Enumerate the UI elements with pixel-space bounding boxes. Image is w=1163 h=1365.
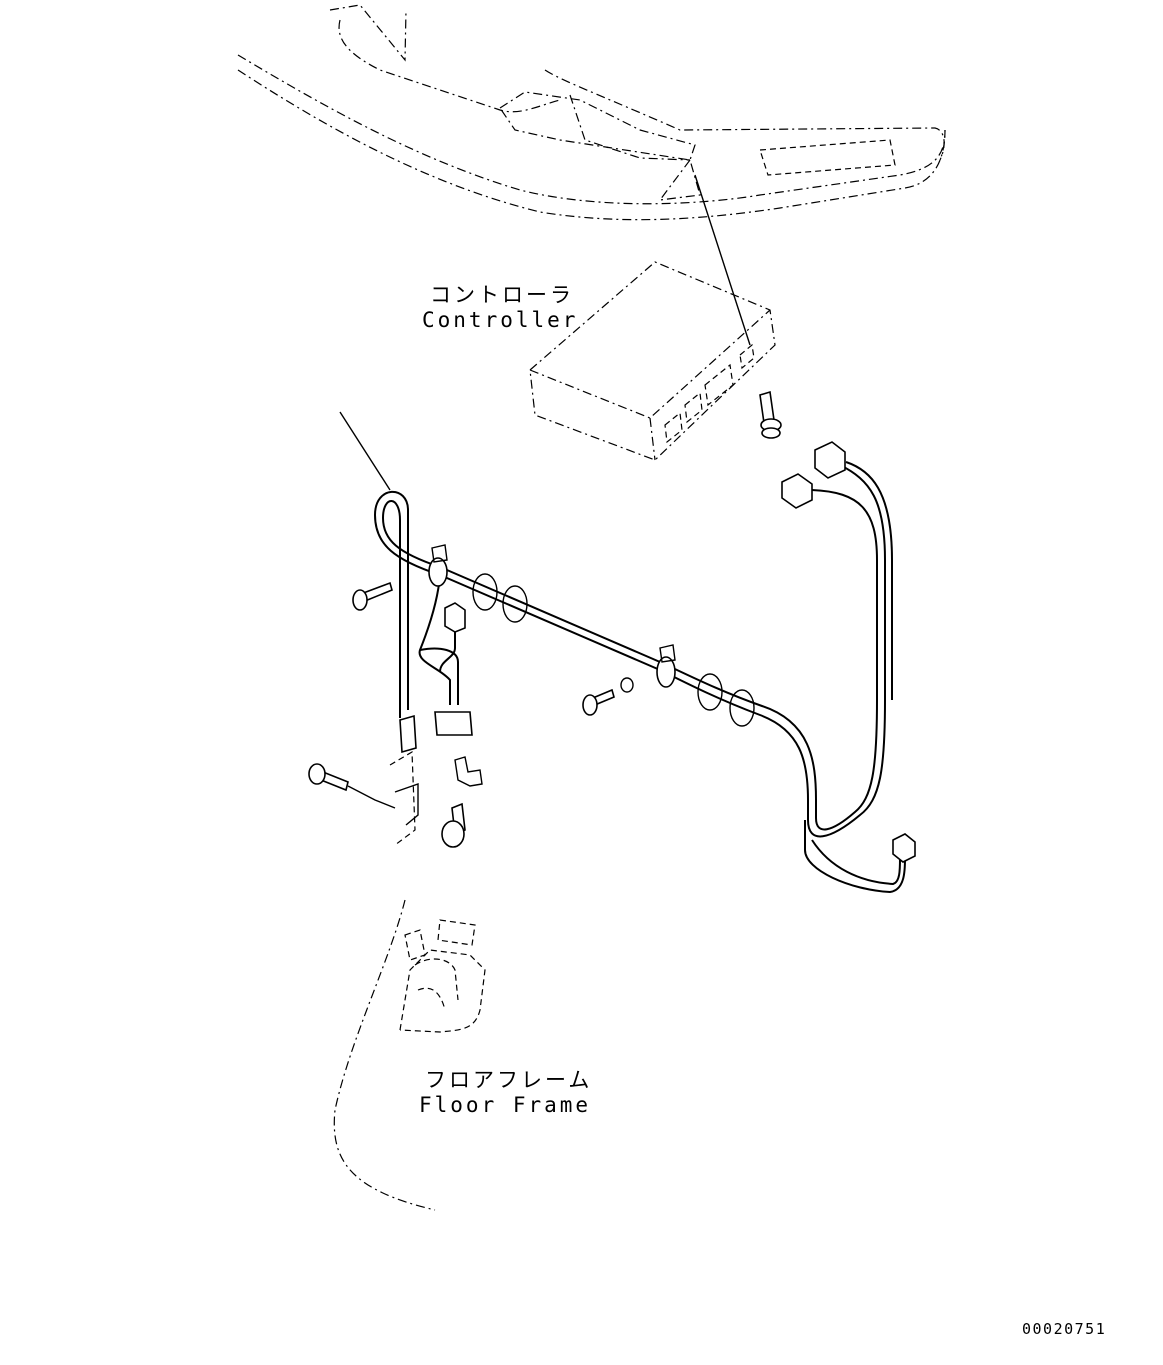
mount-leader xyxy=(694,174,751,346)
drawing-number: 00020751 xyxy=(1022,1320,1107,1338)
cab-dash-outline xyxy=(237,4,946,221)
controller-unit xyxy=(529,261,776,461)
floor-frame-label-jp: フロアフレーム xyxy=(425,1068,593,1092)
mounting-brackets xyxy=(389,750,483,846)
floor-frame-label-en: Floor Frame xyxy=(419,1093,592,1117)
controller-label-jp: コントローラ xyxy=(430,283,574,307)
harness-clamps xyxy=(428,544,755,727)
harness-connectors xyxy=(399,441,916,863)
controller-label-en: Controller xyxy=(422,308,579,332)
harness-leader xyxy=(339,411,391,491)
fasteners xyxy=(308,581,634,848)
controller-screw xyxy=(759,390,782,439)
floor-frame-outline xyxy=(333,899,486,1211)
wiring-harness xyxy=(373,461,906,894)
